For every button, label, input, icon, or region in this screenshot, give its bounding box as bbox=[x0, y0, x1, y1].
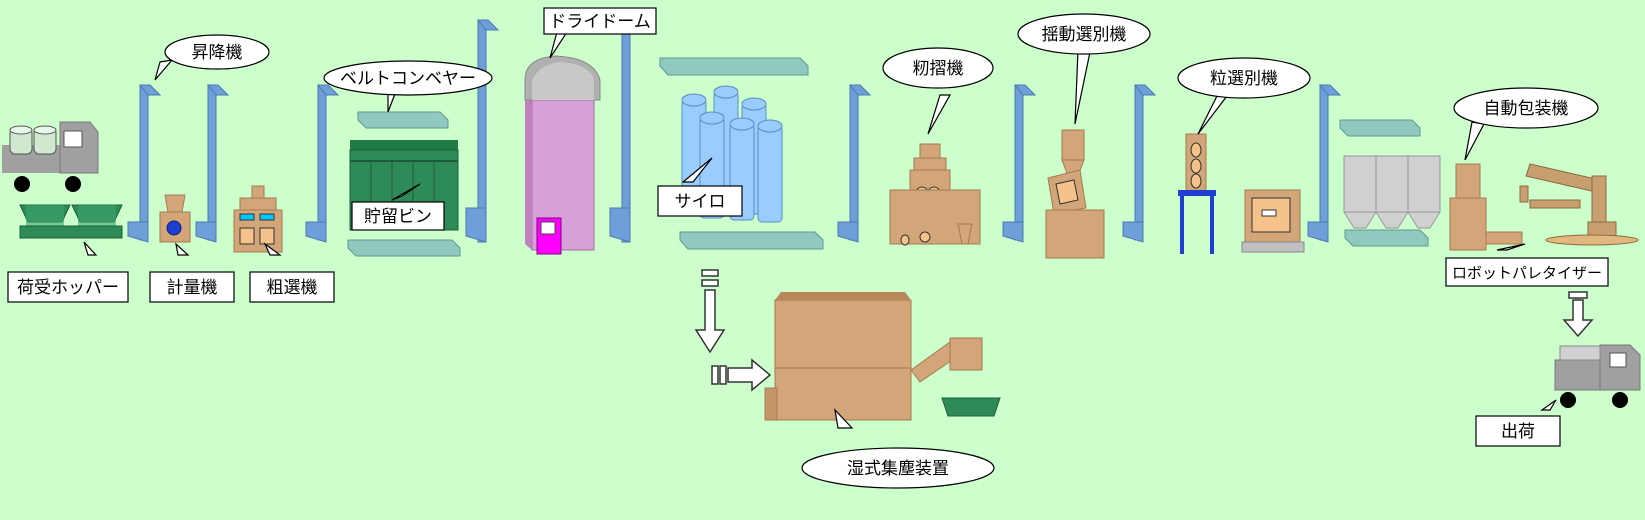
packaging-tanks bbox=[1343, 155, 1441, 229]
flow-arrows bbox=[694, 269, 1594, 392]
dry-dome bbox=[524, 55, 601, 255]
receiving-truck bbox=[2, 121, 99, 192]
label-tsubu-senbetsuki: 粒選別機 bbox=[1210, 69, 1278, 89]
hulling-machine bbox=[889, 143, 981, 246]
label-dry-dome: ドライドーム bbox=[549, 12, 651, 32]
label-keiryoki: 計量機 bbox=[167, 278, 218, 298]
callout-bubbles bbox=[154, 13, 1599, 489]
wet-dust-collector bbox=[764, 292, 1001, 421]
silo-group bbox=[681, 85, 783, 223]
label-belt-conveyor: ベルトコンベヤー bbox=[340, 69, 476, 89]
callout-boxes bbox=[7, 7, 1609, 447]
receiving-hopper bbox=[19, 204, 123, 239]
label-nishouke-hopper: 荷受ホッパー bbox=[17, 278, 119, 298]
label-silo: サイロ bbox=[675, 192, 726, 212]
belt-conveyors bbox=[347, 57, 1429, 257]
label-shukka: 出荷 bbox=[1501, 422, 1535, 442]
rough-sorter bbox=[233, 185, 283, 253]
oscillating-sorter bbox=[1045, 129, 1105, 259]
label-robot-palletizer: ロボットパレタイザー bbox=[1452, 264, 1602, 282]
weighing-machine bbox=[159, 194, 191, 243]
label-sosenki: 粗選機 bbox=[267, 278, 318, 298]
label-shisshiki-shujin: 湿式集塵装置 bbox=[847, 459, 949, 479]
shipping-truck bbox=[1554, 344, 1641, 408]
label-shokoki: 昇降機 bbox=[192, 43, 243, 63]
robot-palletizer bbox=[1519, 163, 1639, 246]
label-chouryu-bin: 貯留ビン bbox=[364, 207, 432, 227]
grain-sorter bbox=[1178, 133, 1305, 254]
label-jidou-housouki: 自動包装機 bbox=[1484, 99, 1569, 119]
label-momisuriki: 籾摺機 bbox=[913, 59, 964, 79]
label-yodo-senbetsuki: 揺動選別機 bbox=[1042, 25, 1127, 45]
automatic-packaging-machine bbox=[1449, 163, 1523, 251]
elevator-feet bbox=[127, 207, 1329, 243]
bucket-elevator-group bbox=[138, 19, 1342, 243]
